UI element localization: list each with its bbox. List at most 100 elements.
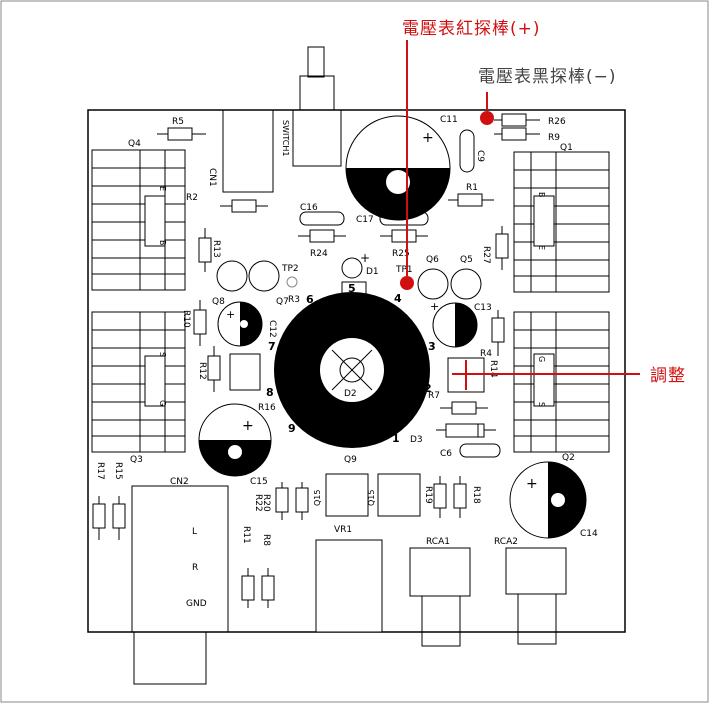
r24-label: R24	[310, 249, 328, 259]
resistor-r24	[298, 229, 346, 243]
potentiometer-vr1	[315, 539, 383, 633]
resistor-r26	[494, 113, 540, 127]
c13-label: C13	[474, 303, 492, 313]
r10-label: R10	[181, 310, 191, 328]
resistor-r10	[193, 300, 207, 346]
r14-label: R14	[488, 360, 498, 378]
r19-label: R19	[423, 486, 433, 504]
resistor-r8	[261, 568, 275, 608]
resistor-r19	[433, 476, 447, 518]
svg-text:+: +	[422, 130, 434, 146]
heatsink-right-lower	[513, 311, 610, 453]
resistor-r17	[92, 496, 106, 540]
pin-5: 5	[348, 282, 356, 295]
q4-mark-e: E	[158, 186, 167, 191]
q9-label: Q9	[344, 455, 357, 465]
black-probe-point	[480, 111, 494, 125]
r20-label: R20	[261, 494, 271, 512]
r18-label: R18	[471, 486, 481, 504]
svg-text:+: +	[242, 418, 254, 434]
c12-label: C12	[267, 320, 277, 338]
r17-label: R17	[95, 462, 105, 480]
vr1-right-mark: Q15	[367, 490, 376, 506]
resistor-r7	[440, 401, 488, 415]
component-pad-left	[229, 353, 261, 391]
pin-2: 2	[424, 382, 432, 395]
pin-3: 3	[428, 340, 436, 353]
resistor-r11	[241, 568, 255, 608]
resistor-r5	[157, 127, 206, 141]
r13-label: R13	[211, 240, 221, 258]
tp1-label: TP1	[395, 265, 413, 275]
diode-d3	[436, 423, 496, 438]
pin-6: 6	[306, 293, 314, 306]
cn2-gnd-label: GND	[186, 599, 207, 609]
d1-label: D1	[366, 267, 379, 277]
pin-9: 9	[288, 422, 296, 435]
vr1-left-mark: Q15	[313, 490, 322, 506]
resistor-r25	[380, 229, 428, 243]
q8-label: Q8	[212, 297, 225, 307]
transistor-q8	[216, 260, 248, 292]
toroid-q9	[274, 292, 430, 448]
heatsink-q4	[91, 149, 186, 291]
capacitor-c9	[459, 129, 475, 173]
capacitor-c6	[459, 443, 501, 458]
r5-label: R5	[172, 117, 184, 127]
svg-text:+: +	[430, 300, 439, 313]
resistor-r4	[491, 310, 505, 356]
cn1-label: CN1	[207, 168, 217, 187]
red-probe-annotation: 電壓表紅探棒(+)	[402, 19, 541, 39]
c6-label: C6	[440, 449, 452, 459]
vr1-right-pad	[377, 473, 421, 517]
connector-cn2	[131, 485, 229, 685]
cn2-l-label: L	[192, 527, 197, 537]
r11-label: R11	[241, 526, 251, 544]
tp2-label: TP2	[281, 264, 299, 274]
r12-label: R12	[197, 362, 207, 380]
capacitor-left-lower: +	[198, 403, 272, 477]
r1-label: R1	[466, 183, 478, 193]
heatsink-q3	[91, 311, 186, 453]
q3-mark-g: G	[158, 400, 167, 406]
switch1-label: SWITCH1	[281, 120, 290, 156]
c11-label: C11	[440, 115, 458, 125]
resistor-r2	[220, 199, 268, 213]
jack-rca1	[409, 547, 471, 647]
c16-label: C16	[300, 203, 318, 213]
q1-label: Q1	[560, 143, 573, 153]
r27-label: R27	[481, 246, 491, 264]
pin-1: 1	[392, 432, 400, 445]
pin-7: 7	[268, 340, 276, 353]
pin-4: 4	[394, 292, 402, 305]
diode-d1	[341, 257, 363, 279]
capacitor-c11: +	[345, 115, 451, 221]
c9-label: C9	[475, 150, 485, 162]
transistor-q7	[248, 260, 280, 292]
resistor-r1	[448, 193, 494, 207]
resistor-r15	[112, 496, 126, 540]
cn2-r-label: R	[192, 563, 198, 573]
r4-label: R4	[480, 349, 492, 359]
q5-label: Q5	[460, 255, 473, 265]
adjust-annotation: 調整	[650, 366, 686, 386]
vr1-left-pad	[325, 473, 369, 517]
capacitor-c16	[299, 211, 345, 226]
q1-mark-b: B	[537, 192, 546, 198]
c17-label: C17	[356, 215, 374, 225]
heatsink-q1	[513, 151, 610, 293]
resistor-r27	[495, 226, 509, 270]
resistor-r12	[207, 346, 221, 392]
r2-label: R2	[186, 193, 198, 203]
q4-label: Q4	[128, 139, 141, 149]
jack-rca2	[505, 547, 567, 645]
testpoint-tp1	[400, 276, 414, 290]
switch1: SWITCH1 CN1	[207, 46, 342, 193]
rca1-label: RCA1	[426, 537, 450, 547]
r16-label: R16	[258, 403, 276, 413]
capacitor-c12: +	[217, 301, 263, 347]
c14-label: C14	[580, 529, 598, 539]
d3-label: D3	[410, 435, 423, 445]
capacitor-c14: +	[509, 461, 587, 539]
